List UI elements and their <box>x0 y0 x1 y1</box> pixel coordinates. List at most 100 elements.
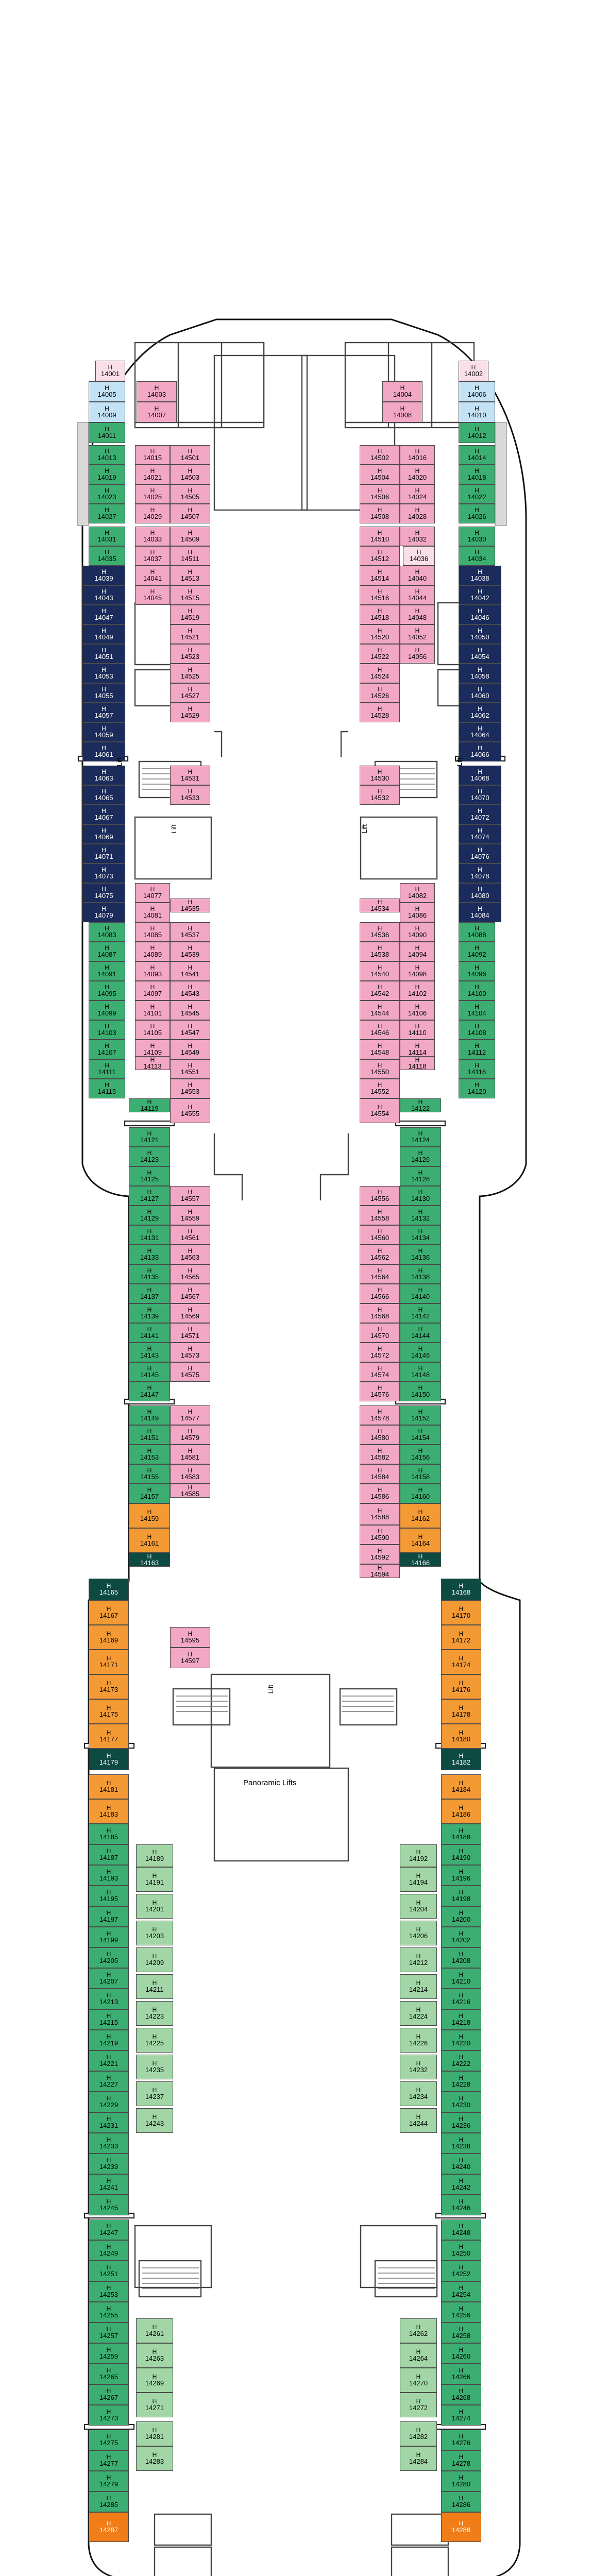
cabin-14084[interactable]: H14084 <box>459 903 501 922</box>
cabin-14174[interactable]: H14174 <box>441 1650 481 1674</box>
cabin-14540[interactable]: H14540 <box>360 961 400 981</box>
cabin-14218[interactable]: H14218 <box>441 2009 481 2030</box>
cabin-14006[interactable]: H14006 <box>459 381 495 402</box>
cabin-14175[interactable]: H14175 <box>89 1699 129 1724</box>
cabin-14050[interactable]: H14050 <box>459 624 501 644</box>
cabin-14169[interactable]: H14169 <box>89 1625 129 1650</box>
cabin-14038[interactable]: H14038 <box>459 566 501 585</box>
cabin-14241[interactable]: H14241 <box>89 2174 129 2195</box>
cabin-14092[interactable]: H14092 <box>459 942 495 961</box>
cabin-14240[interactable]: H14240 <box>441 2154 481 2174</box>
cabin-14526[interactable]: H14526 <box>360 683 400 703</box>
cabin-14133[interactable]: H14133 <box>129 1245 170 1264</box>
cabin-14003[interactable]: H14003 <box>137 381 177 402</box>
cabin-14576[interactable]: H14576 <box>360 1382 400 1401</box>
cabin-14564[interactable]: H14564 <box>360 1264 400 1284</box>
cabin-14119[interactable]: H14119 <box>129 1098 170 1113</box>
cabin-14004[interactable]: H14004 <box>382 381 422 402</box>
cabin-14082[interactable]: H14082 <box>400 883 435 903</box>
cabin-14233[interactable]: H14233 <box>89 2133 129 2154</box>
cabin-14069[interactable]: H14069 <box>82 824 125 844</box>
cabin-14230[interactable]: H14230 <box>441 2092 481 2112</box>
cabin-14208[interactable]: H14208 <box>441 1947 481 1968</box>
cabin-14577[interactable]: H14577 <box>170 1405 210 1425</box>
cabin-14136[interactable]: H14136 <box>400 1245 441 1264</box>
cabin-14083[interactable]: H14083 <box>89 922 125 942</box>
cabin-14563[interactable]: H14563 <box>170 1245 210 1264</box>
cabin-14198[interactable]: H14198 <box>441 1886 481 1906</box>
cabin-14152[interactable]: H14152 <box>400 1405 441 1425</box>
cabin-14568[interactable]: H14568 <box>360 1303 400 1323</box>
cabin-14557[interactable]: H14557 <box>170 1186 210 1206</box>
cabin-14036[interactable]: H14036 <box>403 546 435 566</box>
cabin-14562[interactable]: H14562 <box>360 1245 400 1264</box>
cabin-14165[interactable]: H14165 <box>89 1579 129 1600</box>
cabin-14094[interactable]: H14094 <box>400 942 435 961</box>
cabin-14514[interactable]: H14514 <box>360 566 400 585</box>
cabin-14140[interactable]: H14140 <box>400 1284 441 1303</box>
cabin-14099[interactable]: H14099 <box>89 1001 125 1020</box>
cabin-14581[interactable]: H14581 <box>170 1445 210 1464</box>
cabin-14519[interactable]: H14519 <box>170 605 210 624</box>
cabin-14236[interactable]: H14236 <box>441 2112 481 2133</box>
cabin-14039[interactable]: H14039 <box>82 566 125 585</box>
cabin-14120[interactable]: H14120 <box>459 1079 495 1098</box>
cabin-14537[interactable]: H14537 <box>170 922 210 942</box>
cabin-14523[interactable]: H14523 <box>170 644 210 664</box>
cabin-14561[interactable]: H14561 <box>170 1225 210 1245</box>
cabin-14570[interactable]: H14570 <box>360 1323 400 1343</box>
cabin-14148[interactable]: H14148 <box>400 1362 441 1382</box>
cabin-14508[interactable]: H14508 <box>360 504 400 523</box>
cabin-14516[interactable]: H14516 <box>360 585 400 605</box>
cabin-14065[interactable]: H14065 <box>82 785 125 805</box>
cabin-14127[interactable]: H14127 <box>129 1186 170 1206</box>
cabin-14156[interactable]: H14156 <box>400 1445 441 1464</box>
cabin-14530[interactable]: H14530 <box>360 766 400 785</box>
cabin-14571[interactable]: H14571 <box>170 1323 210 1343</box>
cabin-14578[interactable]: H14578 <box>360 1405 400 1425</box>
cabin-14513[interactable]: H14513 <box>170 566 210 585</box>
cabin-14533[interactable]: H14533 <box>170 785 210 805</box>
cabin-14541[interactable]: H14541 <box>170 961 210 981</box>
cabin-14245[interactable]: H14245 <box>89 2195 129 2215</box>
cabin-14243[interactable]: H14243 <box>136 2108 173 2133</box>
cabin-14109[interactable]: H14109 <box>135 1040 170 1059</box>
cabin-14135[interactable]: H14135 <box>129 1264 170 1284</box>
cabin-14031[interactable]: H14031 <box>89 527 125 546</box>
cabin-14040[interactable]: H14040 <box>400 566 435 585</box>
cabin-14130[interactable]: H14130 <box>400 1186 441 1206</box>
cabin-14212[interactable]: H14212 <box>400 1947 437 1972</box>
cabin-14201[interactable]: H14201 <box>136 1894 173 1919</box>
cabin-14024[interactable]: H14024 <box>400 484 435 504</box>
cabin-14594[interactable]: H14594 <box>360 1564 400 1579</box>
cabin-14112[interactable]: H14112 <box>459 1040 495 1059</box>
cabin-14073[interactable]: H14073 <box>82 863 125 883</box>
cabin-14162[interactable]: H14162 <box>400 1503 441 1528</box>
cabin-14502[interactable]: H14502 <box>360 445 400 465</box>
cabin-14565[interactable]: H14565 <box>170 1264 210 1284</box>
cabin-14225[interactable]: H14225 <box>136 2028 173 2053</box>
cabin-14518[interactable]: H14518 <box>360 605 400 624</box>
cabin-14124[interactable]: H14124 <box>400 1127 441 1147</box>
cabin-14057[interactable]: H14057 <box>82 703 125 722</box>
cabin-14177[interactable]: H14177 <box>89 1724 129 1749</box>
cabin-14216[interactable]: H14216 <box>441 1989 481 2009</box>
cabin-14030[interactable]: H14030 <box>459 527 495 546</box>
cabin-14215[interactable]: H14215 <box>89 2009 129 2030</box>
cabin-14214[interactable]: H14214 <box>400 1974 437 1999</box>
cabin-14510[interactable]: H14510 <box>360 527 400 546</box>
cabin-14164[interactable]: H14164 <box>400 1528 441 1553</box>
cabin-14259[interactable]: H14259 <box>89 2343 129 2364</box>
cabin-14088[interactable]: H14088 <box>459 922 495 942</box>
cabin-14079[interactable]: H14079 <box>82 903 125 922</box>
cabin-14580[interactable]: H14580 <box>360 1425 400 1445</box>
cabin-14190[interactable]: H14190 <box>441 1844 481 1865</box>
cabin-14237[interactable]: H14237 <box>136 2081 173 2106</box>
cabin-14028[interactable]: H14028 <box>400 504 435 523</box>
cabin-14265[interactable]: H14265 <box>89 2364 129 2384</box>
cabin-14221[interactable]: H14221 <box>89 2050 129 2071</box>
cabin-14222[interactable]: H14222 <box>441 2050 481 2071</box>
cabin-14200[interactable]: H14200 <box>441 1906 481 1927</box>
cabin-14267[interactable]: H14267 <box>89 2384 129 2405</box>
cabin-14244[interactable]: H14244 <box>400 2108 437 2133</box>
